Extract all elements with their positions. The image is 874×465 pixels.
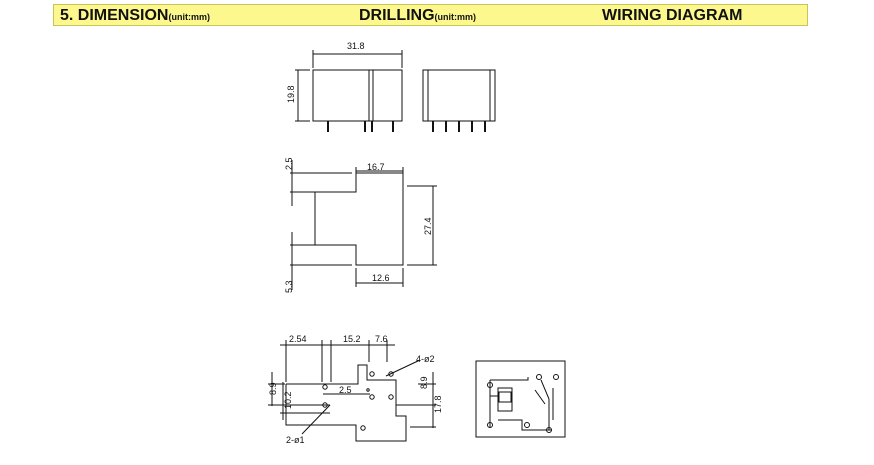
relay-end-view [422, 69, 496, 132]
dim-length: 27.4 [423, 217, 433, 235]
dimension-heading: 5. DIMENSION(unit:mm) [60, 7, 210, 24]
dim-spacing-mid: 15.2 [343, 334, 361, 344]
section-header-bar: 5. DIMENSION(unit:mm) DRILLING(unit:mm) … [53, 4, 808, 26]
dim-spacing-left: 2.54 [289, 334, 307, 344]
dim-width: 31.8 [347, 41, 365, 51]
dim-bottom-gap: 5.3 [284, 280, 294, 293]
relay-top-outline [290, 160, 437, 290]
drilling-footprint [268, 340, 436, 442]
dim-h25: 2.5 [339, 385, 352, 395]
wiring-diagram [475, 360, 566, 438]
dim-v102: 10.2 [283, 391, 293, 409]
dim-spacing-right: 7.6 [375, 334, 388, 344]
dim-top-width: 16.7 [367, 162, 385, 172]
dim-v178: 17.8 [433, 395, 443, 413]
dim-hole-large: 4-ø2 [416, 354, 435, 364]
dim-height: 19.8 [286, 85, 296, 103]
dim-hole-small: 2-ø1 [286, 435, 305, 445]
dim-v89-left: 8.9 [268, 382, 278, 395]
relay-side-view [295, 50, 403, 132]
dim-v89-right: 8.9 [419, 376, 429, 389]
wiring-diagram-heading: WIRING DIAGRAM [602, 7, 743, 24]
drilling-heading: DRILLING(unit:mm) [359, 7, 477, 24]
dim-top-gap: 2.5 [284, 157, 294, 170]
dim-bottom-width: 12.6 [372, 273, 390, 283]
